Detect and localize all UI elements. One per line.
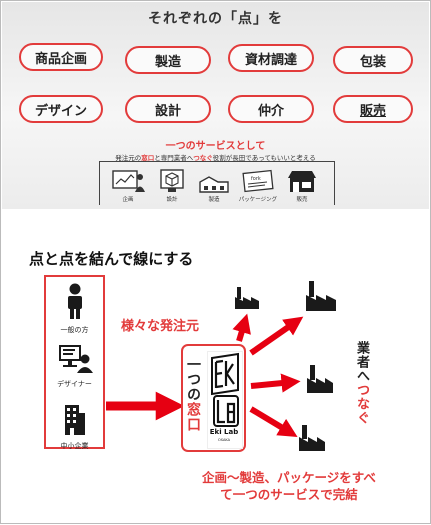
- building-icon: [64, 405, 85, 435]
- diagram-title: 点と点を結んで線にする: [29, 250, 194, 268]
- factory-icon: [306, 281, 336, 311]
- arrow-factory-2: [249, 316, 304, 356]
- caption-line-1: 企画～製造、パッケージをすべ: [202, 470, 376, 485]
- ekilab-logo-mark: [211, 352, 239, 427]
- window-label-red: 窓口: [185, 402, 201, 432]
- vendor-label-prefix: 業者へ: [354, 341, 369, 383]
- service-label: 企画: [122, 197, 134, 203]
- actor-designer: デザイナー: [46, 343, 103, 389]
- window-label-prefix: 一つの: [185, 357, 201, 402]
- pill-label: 商品企画: [34, 51, 87, 67]
- orderer-label: 様々な発注元: [121, 319, 200, 334]
- pill-packaging[interactable]: 包装: [333, 46, 413, 74]
- actor-label: 一般の方: [60, 326, 89, 334]
- service-sales: 販売: [278, 168, 326, 203]
- pill-manufacturing[interactable]: 製造: [125, 46, 211, 74]
- pill-brokerage[interactable]: 仲介: [228, 95, 314, 123]
- pill-sales[interactable]: 販売: [333, 95, 413, 123]
- arrow-factory-1: [232, 313, 251, 342]
- factory-icon: [299, 425, 325, 451]
- logo-text: Eki Lab: [209, 428, 239, 436]
- pill-label: 販売: [359, 103, 386, 119]
- vendor-label-red: つなぐ: [354, 383, 369, 425]
- subnote-window: 窓口: [141, 154, 155, 162]
- pill-label: デザイン: [34, 103, 87, 119]
- service-label: 設計: [166, 197, 178, 203]
- service-label: パッケージング: [238, 197, 278, 203]
- package-icon: fork: [242, 169, 274, 193]
- design-box-icon: [160, 169, 184, 192]
- subnote: 発注元の窓口と専門業者へつなぐ役割が長田であってもいいと考える: [2, 152, 429, 162]
- subnote-part1: 発注元の: [115, 154, 142, 162]
- factory-icon: [199, 176, 229, 193]
- subhead: 一つのサービスとして: [165, 141, 266, 152]
- ekilab-logo: [207, 351, 243, 449]
- service-label: 製造: [208, 197, 220, 203]
- service-packaging: fork パッケージング: [234, 168, 282, 203]
- service-design: 設計: [148, 168, 196, 203]
- window-label: 一つの窓口: [185, 357, 203, 432]
- top-title: それぞれの「点」を: [148, 11, 283, 27]
- subnote-part3: 役割が長田であってもいいと考える: [212, 154, 316, 162]
- service-planning: 企画: [104, 168, 152, 203]
- pill-label: 製造: [154, 54, 181, 70]
- service-label: 販売: [296, 197, 308, 203]
- arrow-factory-3: [250, 373, 301, 393]
- pill-label: 仲介: [257, 103, 284, 119]
- pill-design[interactable]: デザイン: [19, 95, 103, 123]
- top-panel: それぞれの「点」を 商品企画 製造 資材調達 包装 デザイン 設計 仲介 販売 …: [2, 2, 429, 209]
- factory-icon: [235, 287, 259, 309]
- service-manufacturing: 製造: [190, 168, 238, 203]
- planning-icon: [112, 170, 145, 192]
- shop-icon: [288, 171, 316, 192]
- actor-label: 中小企業: [60, 442, 89, 450]
- subnote-part2: と専門業者へ: [154, 154, 194, 162]
- designer-icon: [58, 345, 93, 373]
- svg-text:fork: fork: [251, 176, 261, 182]
- subnote-connect: つなぐ: [193, 154, 213, 162]
- arrow-factory-4: [249, 406, 298, 437]
- bottom-caption: 企画～製造、パッケージをすべ て一つのサービスで完結: [151, 469, 427, 503]
- logo-subtext: OSAKA: [217, 438, 231, 442]
- orderer-box: 一般の方 デザイナー: [44, 275, 105, 451]
- factory-icon: [307, 365, 333, 393]
- pill-label: 設計: [154, 103, 181, 119]
- pill-material-procurement[interactable]: 資材調達: [228, 44, 314, 72]
- service-bracket: [99, 161, 335, 205]
- pill-label: 資材調達: [244, 52, 297, 68]
- pill-label: 包装: [359, 54, 386, 70]
- vendor-label: 業者へつなぐ: [353, 341, 371, 425]
- caption-line-2: て一つのサービスで完結: [220, 487, 358, 502]
- actor-sme: 中小企業: [46, 401, 103, 451]
- pill-engineering-design[interactable]: 設計: [125, 95, 211, 123]
- actor-general-public: 一般の方: [46, 283, 103, 335]
- actor-label: デザイナー: [57, 380, 92, 388]
- person-icon: [67, 283, 82, 319]
- pill-product-planning[interactable]: 商品企画: [19, 43, 103, 71]
